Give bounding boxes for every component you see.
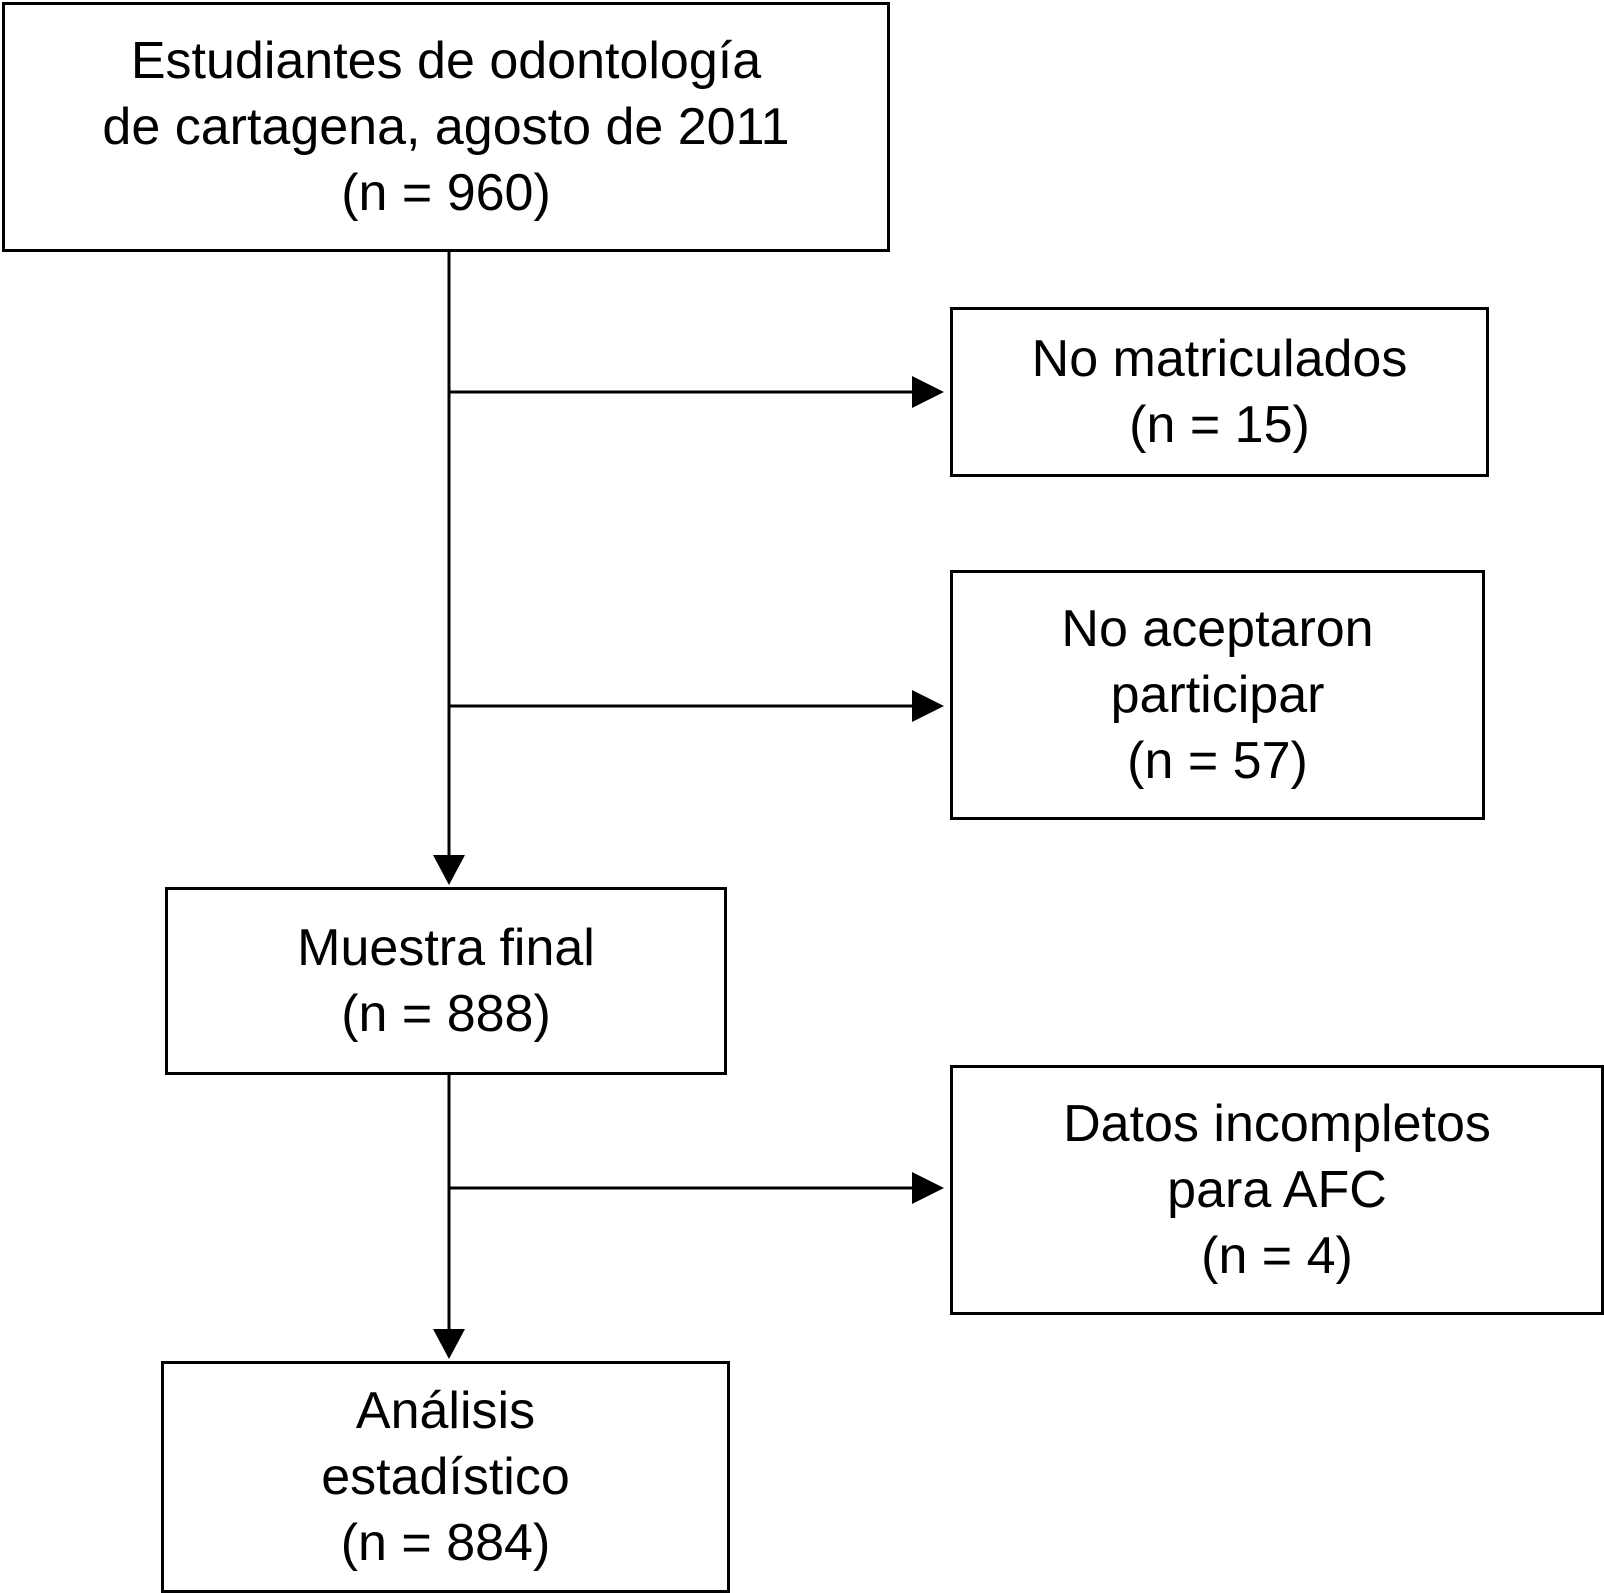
declined-label-line2: participar <box>1110 666 1325 724</box>
statistical-analysis-box: Análisis estadístico (n = 884) <box>161 1361 730 1593</box>
arrowhead-to-incomplete <box>912 1172 944 1204</box>
start-population-label-line2: de cartagena, agosto de 2011 <box>102 98 790 156</box>
arrowhead-to-final-sample <box>433 855 465 885</box>
final-sample-count: (n = 888) <box>341 985 551 1043</box>
incomplete-data-count: (n = 4) <box>1201 1227 1353 1285</box>
incomplete-data-label-line2: para AFC <box>1167 1161 1387 1219</box>
final-sample-label: Muestra final <box>297 919 595 977</box>
final-sample-box: Muestra final (n = 888) <box>165 887 727 1075</box>
not-enrolled-box: No matriculados (n = 15) <box>950 307 1489 477</box>
incomplete-data-box: Datos incompletos para AFC (n = 4) <box>950 1065 1604 1315</box>
not-enrolled-label: No matriculados <box>1031 330 1408 388</box>
analysis-label-line2: estadístico <box>321 1448 570 1506</box>
arrowhead-to-declined <box>912 690 944 722</box>
arrowhead-to-analysis <box>433 1329 465 1359</box>
start-population-box: Estudiantes de odontología de cartagena,… <box>2 2 890 252</box>
incomplete-data-label-line1: Datos incompletos <box>1063 1095 1491 1153</box>
not-enrolled-count: (n = 15) <box>1129 396 1310 454</box>
declined-label-line1: No aceptaron <box>1061 600 1374 658</box>
analysis-label-line1: Análisis <box>355 1382 536 1440</box>
arrowhead-to-not-enrolled <box>912 376 944 408</box>
declined-participation-box: No aceptaron participar (n = 57) <box>950 570 1485 820</box>
start-population-label-line1: Estudiantes de odontología <box>130 32 762 90</box>
start-population-count: (n = 960) <box>341 164 551 222</box>
analysis-count: (n = 884) <box>340 1514 551 1572</box>
declined-count: (n = 57) <box>1127 732 1308 790</box>
